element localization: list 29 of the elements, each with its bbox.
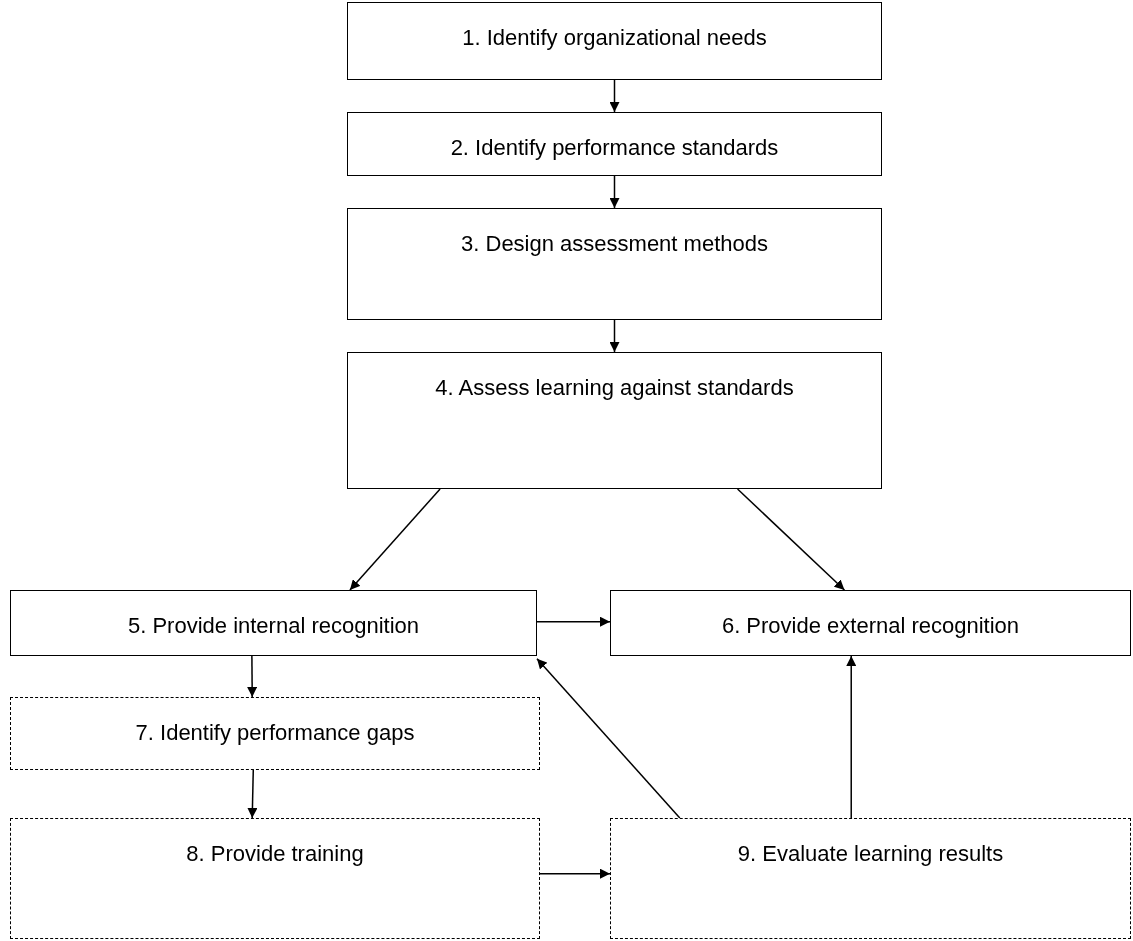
step-label: 3. Design assessment methods bbox=[461, 231, 768, 256]
process-box bbox=[347, 208, 882, 320]
step-label: 2. Identify performance standards bbox=[450, 135, 779, 160]
process-box bbox=[610, 590, 1131, 656]
arrow bbox=[536, 616, 611, 627]
step-label: 8. Provide training bbox=[186, 841, 364, 866]
step-label: 1. Identify organizational needs bbox=[462, 25, 767, 50]
step-label: 6. Provide external recognition bbox=[721, 613, 1020, 638]
process-box bbox=[10, 818, 540, 939]
arrow bbox=[247, 769, 258, 819]
arrow bbox=[609, 79, 620, 113]
arrow bbox=[539, 868, 611, 879]
arrow bbox=[536, 657, 681, 819]
process-box bbox=[10, 697, 540, 770]
process-box bbox=[347, 112, 882, 176]
step-label: 4. Assess learning against standards bbox=[435, 375, 794, 400]
process-box bbox=[10, 590, 537, 656]
process-box bbox=[610, 818, 1131, 939]
arrow bbox=[736, 488, 846, 591]
arrow bbox=[609, 319, 620, 353]
process-box bbox=[347, 2, 882, 80]
arrow bbox=[846, 655, 857, 819]
arrow bbox=[349, 488, 441, 591]
step-label: 7. Identify performance gaps bbox=[135, 720, 415, 745]
step-label: 9. Evaluate learning results bbox=[737, 841, 1004, 866]
arrow bbox=[609, 175, 620, 209]
process-box bbox=[347, 352, 882, 489]
step-label: 5. Provide internal recognition bbox=[127, 613, 420, 638]
arrow bbox=[247, 655, 258, 698]
